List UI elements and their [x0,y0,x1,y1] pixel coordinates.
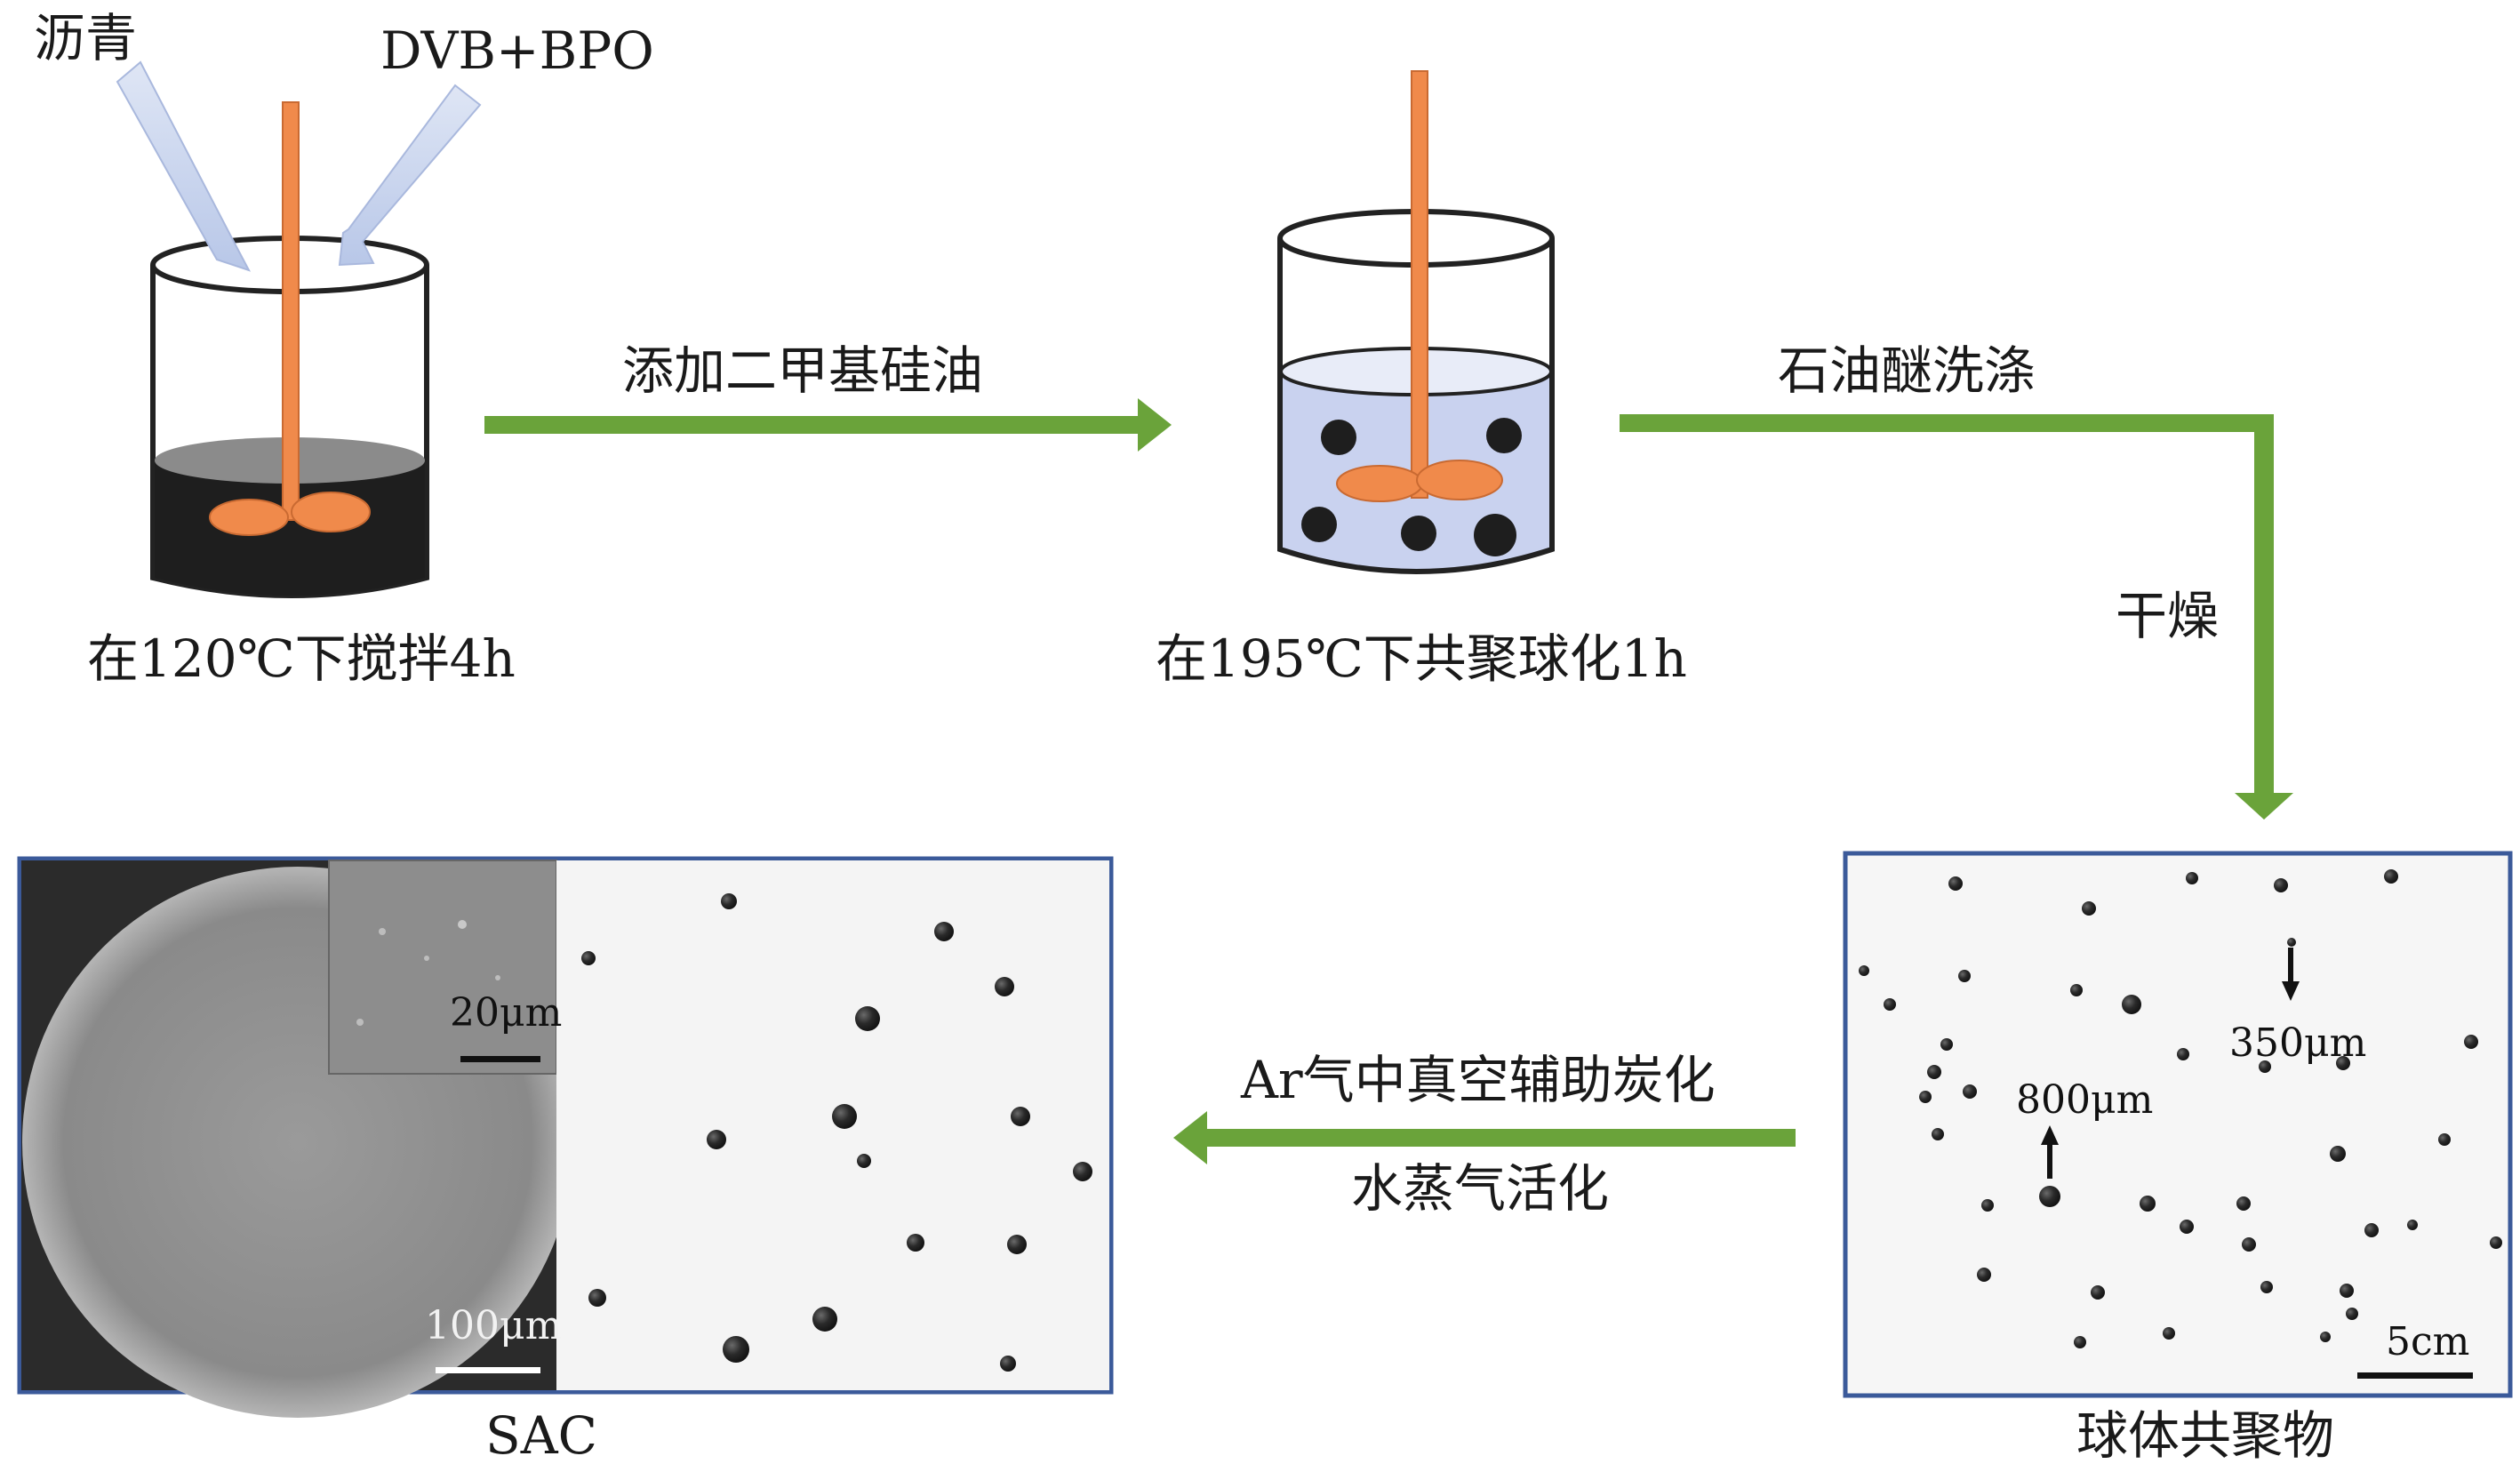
scale-bar-5cm [2357,1372,2473,1379]
stirrer-blade-left [210,500,288,535]
stirrer-rod [1412,71,1428,498]
arrow4-label-line1: Ar气中真空辅助炭化 [1241,1054,1716,1106]
scale-bar-main [436,1367,540,1373]
scale-label-main: 100μm [425,1307,562,1346]
size-label-800um: 800μm [2016,1081,2153,1120]
beaker-2 [1280,71,1552,572]
step2-caption: 在195℃下共聚球化1h [1156,633,1687,684]
input-arrow-pitch [117,62,249,270]
input-label-pitch: 沥青 [34,12,137,64]
sem-inset [329,860,556,1074]
arrow2-label: 石油醚洗涤 [1778,345,2036,396]
scale-label-inset: 20μm [450,994,562,1033]
input-label-dvb-bpo: DVB+BPO [380,25,654,76]
sac-panel [20,859,1111,1418]
arrow1-label: 添加二甲基硅油 [622,345,983,396]
input-arrow-dvb [340,85,480,265]
sac-caption: SAC [485,1410,597,1461]
copolymer-caption: 球体共聚物 [2076,1410,2334,1461]
scale-label-5cm: 5cm [2386,1323,2469,1362]
size-label-350um: 350μm [2229,1024,2366,1063]
copolymer-panel [1845,853,2510,1396]
arrow4-label-line2: 水蒸气活化 [1351,1163,1609,1214]
step1-caption: 在120℃下搅拌4h [87,633,516,684]
stirrer-blade-right [292,492,370,532]
arrow-1 [484,398,1172,452]
arrow-4 [1173,1111,1796,1164]
arrow3-label: 干燥 [2116,590,2219,642]
scale-bar-inset [460,1056,540,1062]
stirrer-rod [283,102,299,520]
